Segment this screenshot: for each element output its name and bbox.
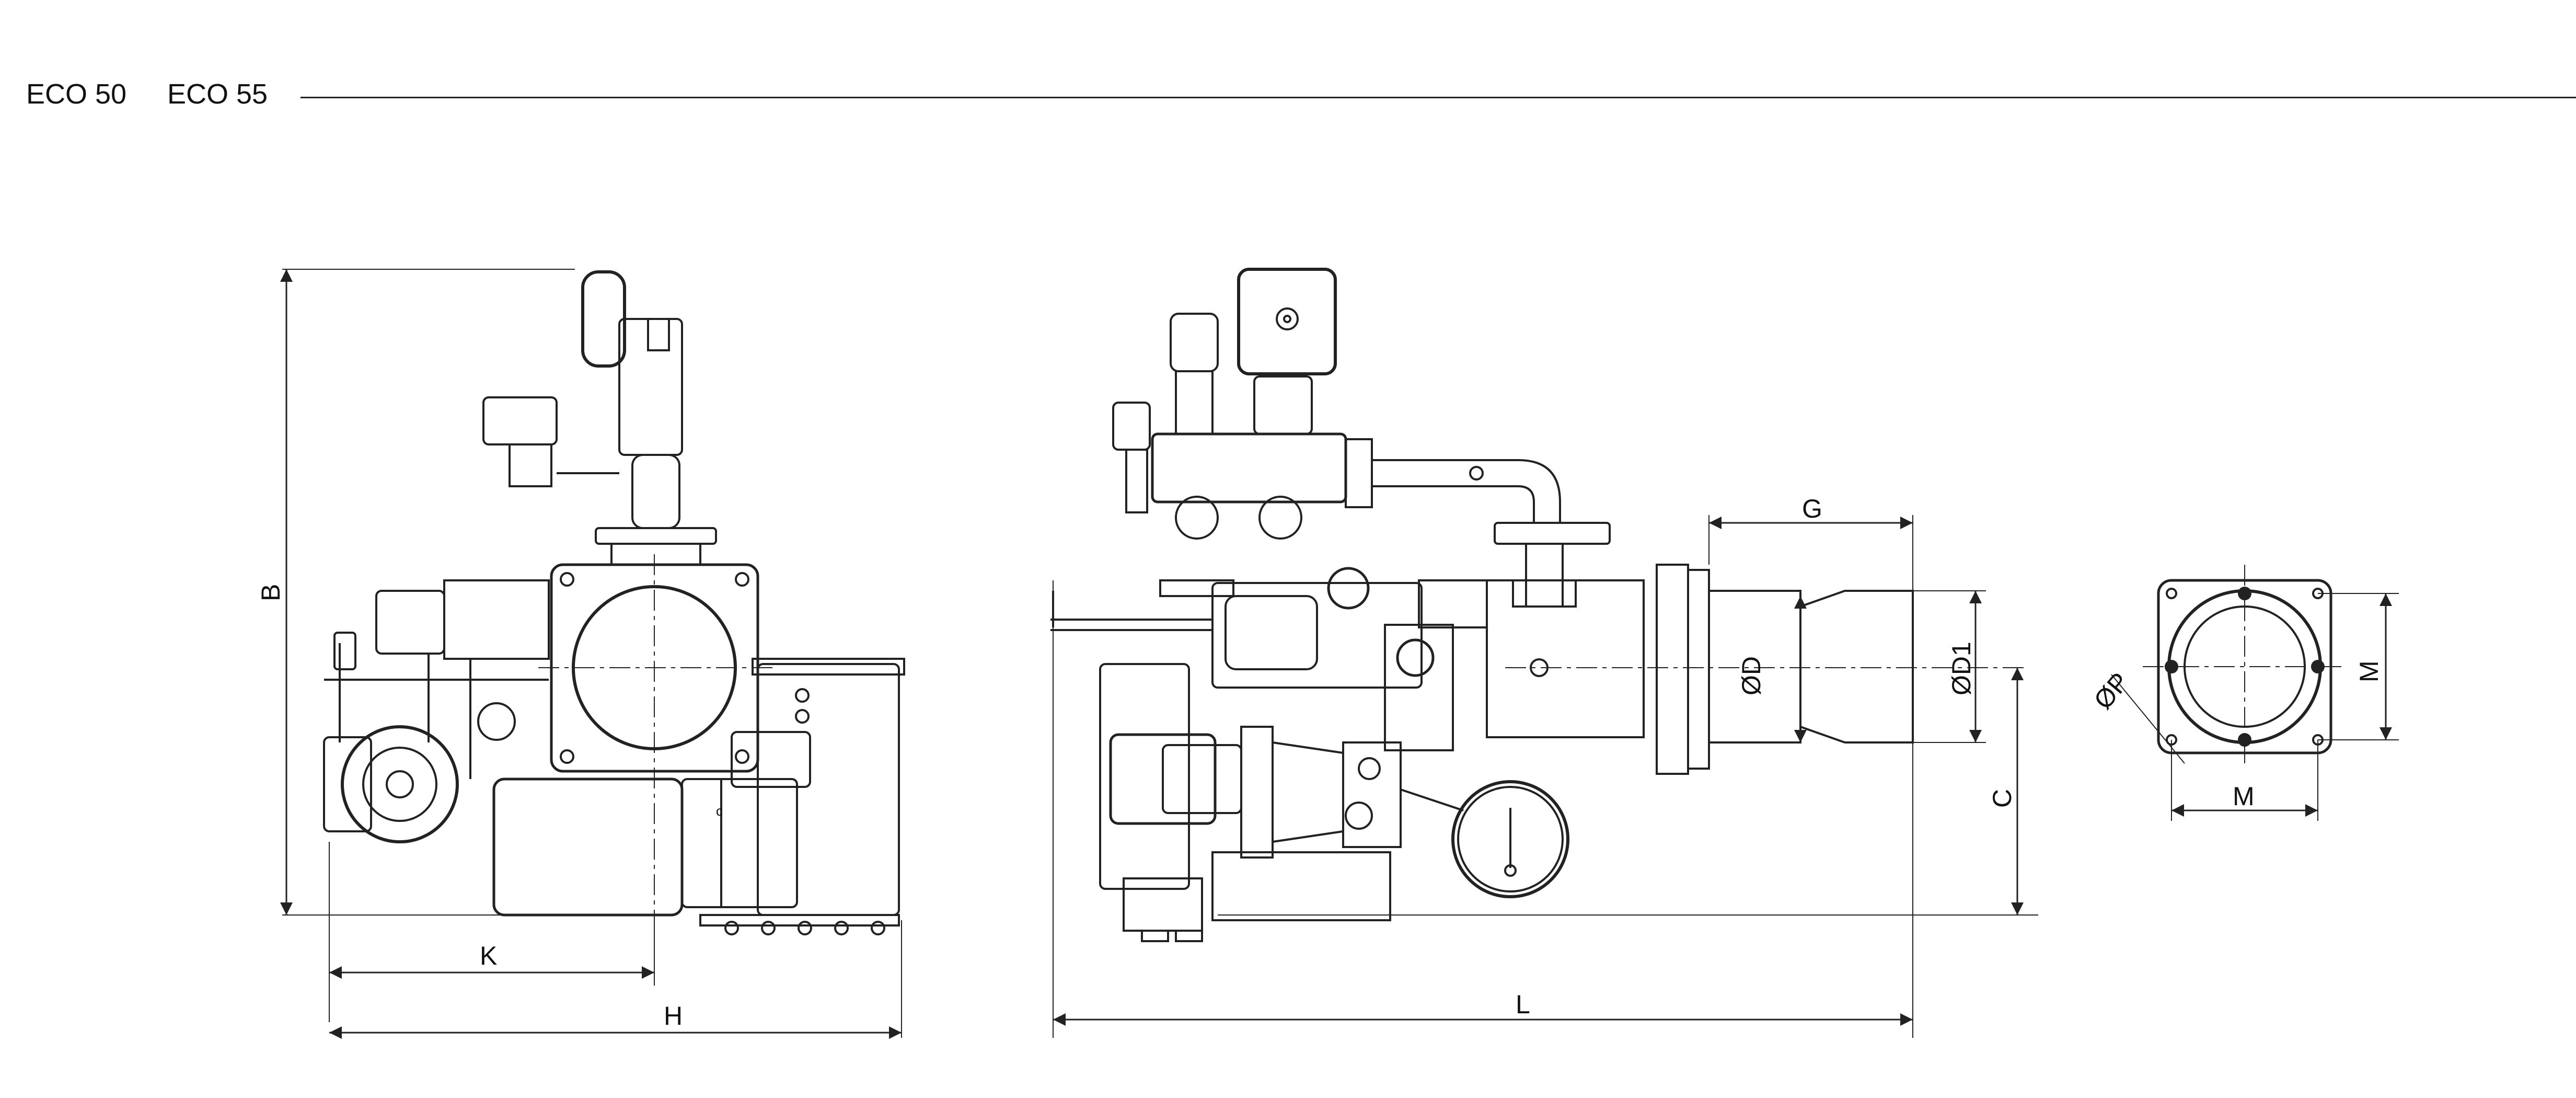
dim-label-m-vertical: M [2354, 660, 2384, 682]
dim-label-l: L [1516, 990, 1530, 1019]
side-view-left: c [280, 269, 905, 1039]
dim-label-d: ØD [1737, 656, 1766, 695]
model-label-eco-55: ECO 55 [167, 78, 268, 110]
header: ECO 50 ECO 55 [0, 0, 2576, 173]
dim-label-g: G [1802, 494, 1822, 523]
dim-label-b: B [256, 584, 285, 601]
dim-label-d1: ØD1 [1947, 642, 1976, 695]
model-label-eco-50: ECO 50 [26, 78, 127, 110]
dim-label-c: C [1988, 789, 2017, 808]
side-view-center [1050, 268, 2038, 1038]
dim-label-h: H [664, 1001, 683, 1031]
header-rule [301, 97, 2576, 98]
flange-front-view [2111, 565, 2399, 821]
dim-label-m-horizontal: M [2233, 782, 2255, 811]
svg-text:c: c [716, 803, 723, 819]
dim-label-k: K [480, 941, 497, 970]
dim-label-p: ØP [2088, 667, 2135, 715]
